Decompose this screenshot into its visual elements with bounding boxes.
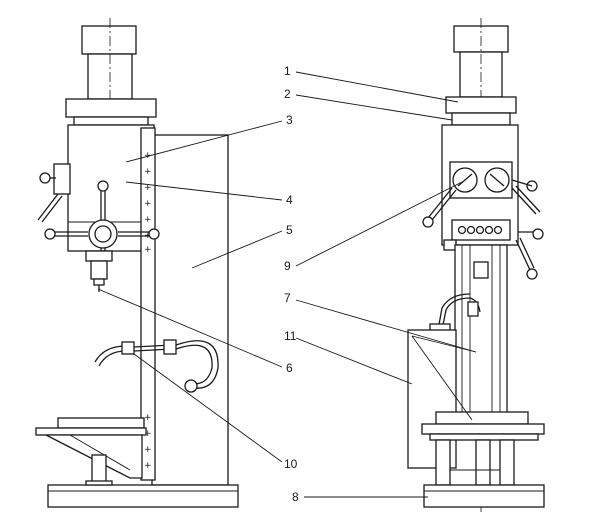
side-view: + + + + + + +	[35, 18, 239, 508]
svg-text:+: +	[144, 199, 152, 209]
work-table-front	[435, 411, 529, 425]
coolant-hose	[94, 339, 219, 393]
motor-cap	[81, 25, 137, 55]
callout-11: 11	[284, 329, 297, 343]
callout-6: 6	[286, 361, 293, 375]
svg-text:+: +	[144, 413, 152, 423]
quill-housing	[85, 250, 113, 262]
gearbox-collar	[65, 98, 157, 118]
svg-text:+: +	[144, 183, 152, 193]
svg-text:+: +	[144, 445, 152, 455]
svg-text:+: +	[144, 245, 152, 255]
leader-lines	[97, 71, 477, 498]
callout-7: 7	[284, 291, 291, 305]
callout-4: 4	[286, 193, 293, 207]
callout-10: 10	[284, 457, 298, 471]
guide-rail	[140, 127, 156, 481]
svg-text:+: +	[144, 461, 152, 471]
base-front	[423, 484, 545, 508]
collar-front	[445, 96, 517, 114]
column-panel	[151, 134, 229, 486]
callout-3: 3	[286, 113, 293, 127]
callout-1: 1	[284, 64, 291, 78]
callout-8: 8	[292, 490, 299, 504]
callout-labels: 1 2 3 4 5 6 7 8 9 10 11	[284, 64, 299, 504]
svg-text:+: +	[144, 167, 152, 177]
base	[47, 484, 239, 508]
callout-5: 5	[286, 223, 293, 237]
svg-text:+: +	[144, 429, 152, 439]
svg-text:+: +	[144, 215, 152, 225]
side-handle-hub	[53, 163, 71, 195]
work-table	[35, 417, 147, 486]
callout-9: 9	[284, 259, 291, 273]
spindle	[90, 260, 108, 280]
front-view	[407, 18, 545, 512]
callout-2: 2	[284, 87, 291, 101]
gearbox-neck	[73, 116, 149, 126]
